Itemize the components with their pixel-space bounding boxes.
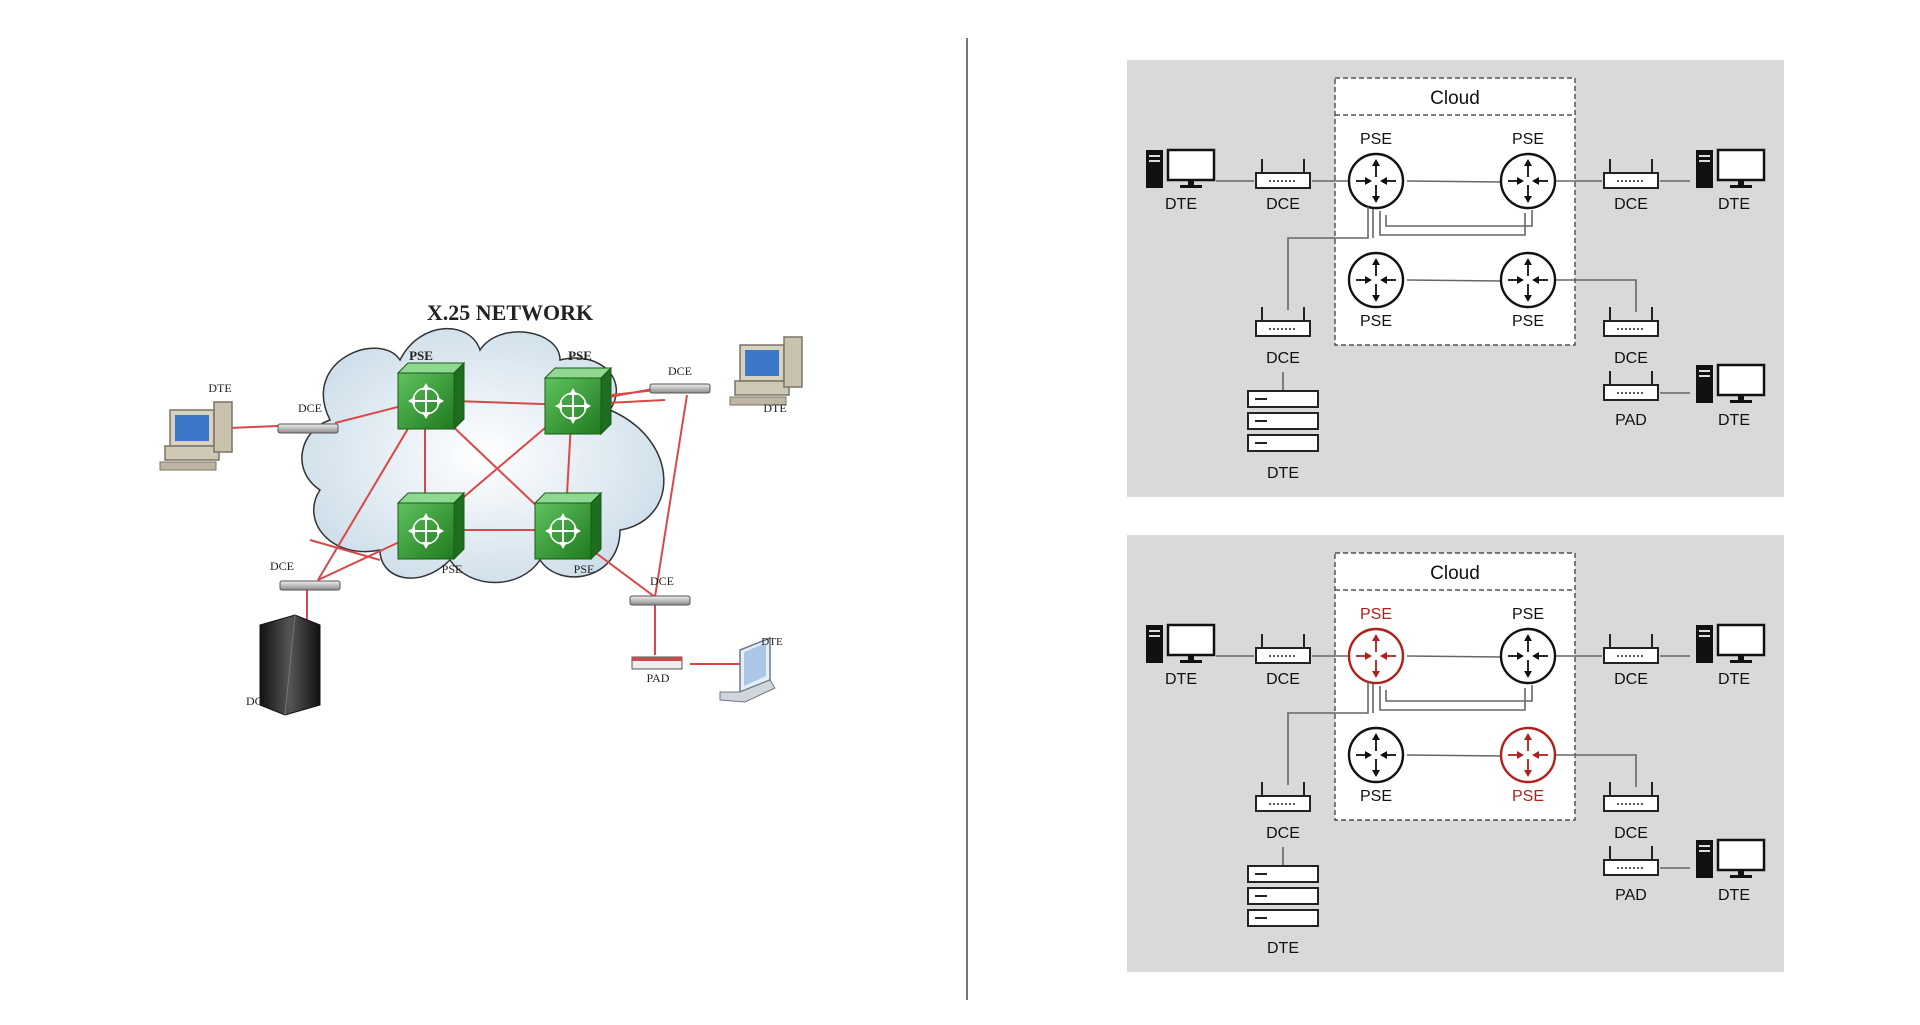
pad-label: PAD: [1615, 887, 1647, 904]
pse-switch-4: [534, 492, 602, 560]
dce-left-label: DCE: [1266, 671, 1300, 688]
link-pse1-pse4-path: [1379, 686, 1526, 711]
left-pse-label-3: PSE: [442, 562, 463, 576]
left-dte-top-left-label: DTE: [208, 381, 231, 395]
link-pse4-dce-bottom-right: [1556, 754, 1637, 787]
dte-computer-top-left: [159, 401, 233, 471]
dte-left-label: DTE: [1165, 196, 1197, 213]
link-pse1-pse4-path: [1379, 211, 1526, 236]
pse-switch-3: [397, 492, 465, 560]
cloud-label: Cloud: [1430, 88, 1480, 109]
server-dte-icon: [1247, 865, 1319, 927]
pse-label-4: PSE: [1512, 313, 1544, 330]
pse-label-2: PSE: [1512, 606, 1544, 623]
link-pse3-pse4: [1406, 754, 1503, 757]
dce-modem-bottom-left: [279, 580, 341, 591]
left-server-label: DCE: [246, 694, 270, 708]
left-dce-top-right-label: DCE: [668, 364, 692, 378]
pse-router-2: [1499, 627, 1557, 685]
dte-right-label: DTE: [1718, 196, 1750, 213]
left-pad-label: PAD: [647, 671, 670, 685]
pse-label-4: PSE: [1512, 788, 1544, 805]
dce-bottom-label: DCE: [1266, 825, 1300, 842]
dte-bottom-label: DTE: [1267, 465, 1299, 482]
pse-label-3: PSE: [1360, 788, 1392, 805]
link-pse1-pse2: [1406, 655, 1503, 658]
link-pse3-pse2-path: [1385, 210, 1533, 227]
link-pse3-pse2-path: [1385, 685, 1533, 702]
dce-right-label: DCE: [1614, 196, 1648, 213]
pse-switch-2: [544, 367, 612, 435]
dte-bottom-label: DTE: [1267, 940, 1299, 957]
dce-bottom-right-label: DCE: [1614, 350, 1648, 367]
dce-bottom-label: DCE: [1266, 350, 1300, 367]
pse-router-4: [1499, 726, 1557, 784]
left-dce-top-left-label: DCE: [298, 401, 322, 415]
laptop-dte: [719, 636, 776, 703]
left-pse-label-1: PSE: [409, 348, 433, 363]
left-dce-bottom-left-label: DCE: [270, 559, 294, 573]
dte-right-label: DTE: [1718, 671, 1750, 688]
left-laptop-label: DTE: [761, 636, 783, 648]
link-pse1-dce-bottom: [1287, 682, 1369, 785]
link-pse3-pse4: [1406, 279, 1503, 282]
dte-computer-top-right: [729, 336, 803, 406]
dte-pad-label: DTE: [1718, 887, 1750, 904]
link-pse1-pse2: [1406, 180, 1503, 183]
pse-router-4: [1499, 251, 1557, 309]
pse-router-1: [1347, 627, 1405, 685]
link-pse1-dce-bottom: [1287, 207, 1369, 310]
server-tower: [259, 614, 321, 716]
x25-network-illustration: X.25 NETWORK: [159, 300, 803, 716]
pse-switch-1: [397, 362, 465, 430]
server-dte-icon: [1247, 390, 1319, 452]
link-pse4-dce-bottom-right: [1556, 279, 1637, 312]
dce-modem-bottom-right: [629, 595, 691, 606]
dce-modem-top-right: [649, 383, 711, 394]
cloud-label: Cloud: [1430, 563, 1480, 584]
dce-bottom-right-label: DCE: [1614, 825, 1648, 842]
left-pse-label-2: PSE: [568, 348, 592, 363]
pse-router-1: [1347, 152, 1405, 210]
pse-label-3: PSE: [1360, 313, 1392, 330]
pse-label-2: PSE: [1512, 131, 1544, 148]
pad-label: PAD: [1615, 412, 1647, 429]
dce-modem-top-left: [277, 423, 339, 434]
dte-pad-label: DTE: [1718, 412, 1750, 429]
pse-label-1: PSE: [1360, 606, 1392, 623]
dte-left-label: DTE: [1165, 671, 1197, 688]
pse-label-1: PSE: [1360, 131, 1392, 148]
left-dte-top-right-label: DTE: [763, 401, 786, 415]
pse-router-2: [1499, 152, 1557, 210]
pse-router-3: [1347, 251, 1405, 309]
left-title: X.25 NETWORK: [427, 300, 593, 325]
left-pse-label-4: PSE: [574, 562, 595, 576]
left-dce-bottom-right-label: DCE: [650, 574, 674, 588]
pad-device: [631, 656, 683, 670]
dce-right-label: DCE: [1614, 671, 1648, 688]
dce-left-label: DCE: [1266, 196, 1300, 213]
pse-router-3: [1347, 726, 1405, 784]
